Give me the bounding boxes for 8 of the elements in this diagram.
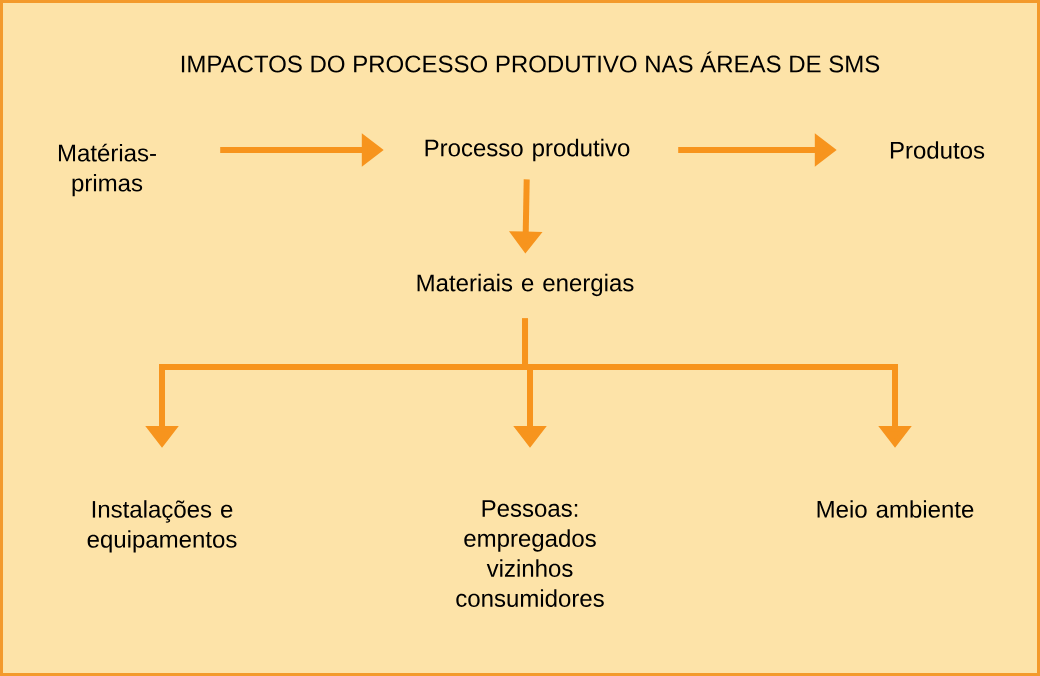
node-label: Meio ambiente [817,500,974,518]
title: IMPACTOS DO PROCESSO PRODUTIVO NAS ÁREAS DE SMS [181,51,880,73]
node-label: Materiais e energias [417,273,634,297]
node-label: Processo produtivo [425,138,630,162]
node-label: Matérias-primas [59,143,156,197]
node-label: Instalações e equipamentos [87,500,237,553]
node-label: Pessoas: empregados vizinhos consumidores [456,500,604,607]
node-label: Produtos [890,141,985,159]
